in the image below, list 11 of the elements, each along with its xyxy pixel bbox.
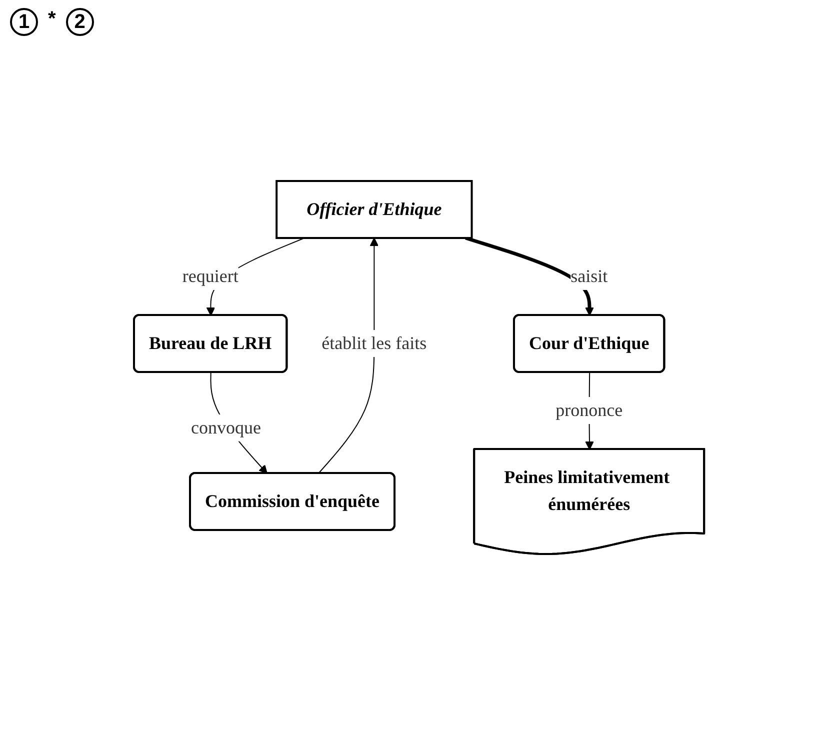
edge-label: établit les faits — [322, 333, 428, 353]
asterisk-mark: * — [48, 8, 56, 32]
step-number: 2 — [66, 8, 94, 36]
edge-label: requiert — [182, 266, 239, 286]
node-box: Officier d'Ethique — [276, 180, 474, 239]
step-number: 1 — [10, 8, 38, 36]
edge-label: convoque — [191, 417, 262, 438]
edge-label: saisit — [571, 266, 608, 286]
arrow — [318, 238, 380, 474]
edge-label: prononce — [556, 400, 624, 420]
arrow — [466, 236, 594, 316]
